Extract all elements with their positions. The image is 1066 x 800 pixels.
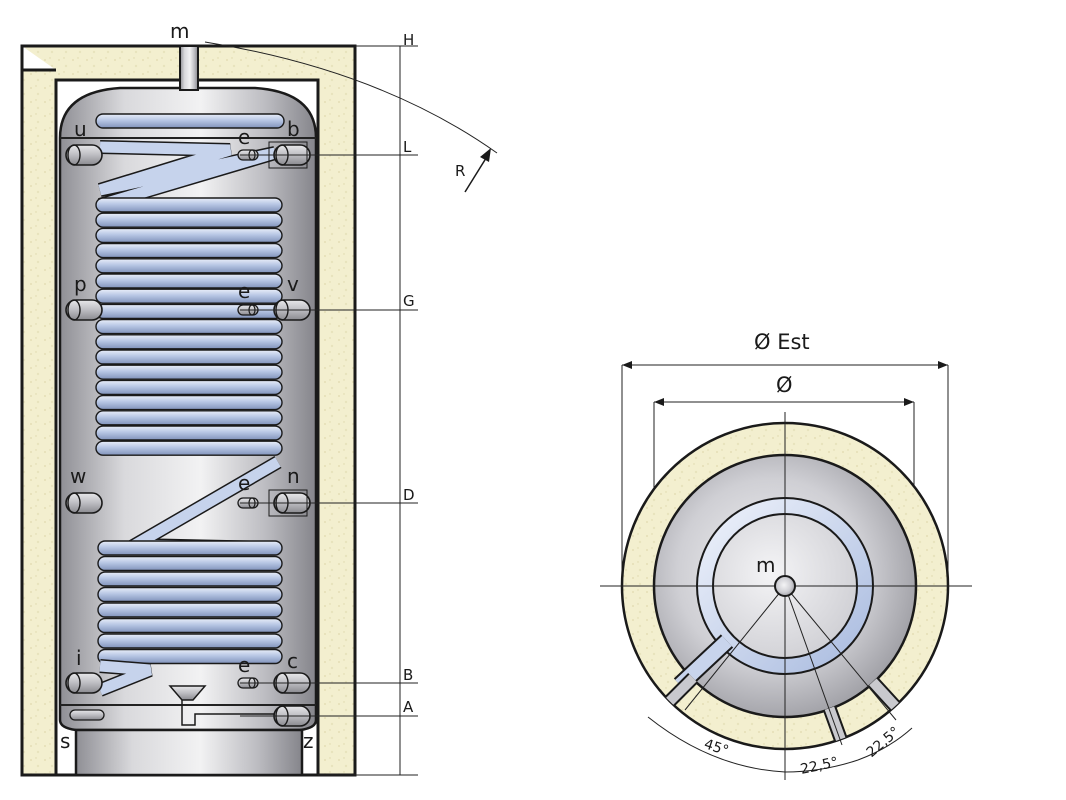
coil-top-header — [95, 113, 285, 129]
coil-upper-turn — [95, 349, 283, 365]
label-b: B — [403, 666, 413, 684]
coil-upper-turn — [95, 212, 283, 228]
coil-upper-turn — [95, 334, 283, 350]
coil-upper-turn — [95, 273, 283, 289]
coil-lower-turn — [97, 571, 283, 587]
coil-lower-turn — [97, 540, 283, 556]
top-nozzle-22-5-a — [824, 706, 846, 741]
port-w-end — [67, 492, 81, 514]
coil-upper-turn — [95, 364, 283, 380]
port-label-c: c — [287, 649, 298, 673]
port-label-u: u — [74, 117, 87, 141]
coil-lower-turn — [97, 617, 283, 634]
coil-upper-turn — [95, 440, 283, 456]
ray-45 — [684, 585, 786, 711]
top-nozzles — [664, 672, 901, 742]
coil-upper-turn — [95, 318, 283, 335]
port-label-z: z — [303, 729, 314, 753]
radius-arrow-head — [480, 148, 491, 162]
coil-upper-turn — [95, 258, 283, 274]
label-m-top: m — [170, 19, 189, 43]
port-label-b: b — [287, 117, 300, 141]
label-outer-diameter: Ø Est — [754, 330, 810, 354]
coil-upper-turn — [95, 227, 283, 244]
top-view: m Ø Est Ø 45° 22,5° 22,5° — [600, 330, 972, 780]
coil-bottom-exit — [97, 660, 153, 696]
port-label-v: v — [287, 272, 299, 296]
level-lines — [240, 154, 418, 717]
coil-upper-turn — [95, 410, 283, 426]
outer-diameter-arrow-left — [622, 361, 632, 369]
tank-base — [74, 728, 304, 777]
port-label-w: w — [70, 464, 86, 488]
coil-upper-turn — [95, 288, 283, 304]
coil-lower-turn — [97, 648, 283, 665]
top-nozzle — [179, 45, 199, 91]
coil-lower-turn — [97, 602, 283, 618]
angle-arc-22-5-b — [857, 727, 913, 761]
label-angle-22-5-a: 22,5° — [799, 754, 840, 778]
drain-pipe — [181, 700, 290, 726]
top-center-nozzle — [774, 575, 796, 597]
coil-lower-turn — [97, 555, 283, 572]
label-radius: R — [455, 162, 465, 180]
label-l: L — [403, 138, 412, 156]
port-label-p: p — [74, 272, 87, 296]
label-inner-diameter: Ø — [776, 373, 793, 397]
port-u — [65, 144, 103, 166]
top-label-m: m — [756, 553, 775, 577]
label-a: A — [403, 698, 414, 716]
port-w — [65, 492, 103, 514]
side-view: m R H L G D B A u b e p v e w n e i c e … — [20, 19, 498, 777]
port-label-s: s — [60, 729, 70, 753]
coil-lower-turn — [97, 633, 283, 649]
drain-funnel — [168, 685, 207, 701]
port-p-end — [67, 299, 81, 321]
port-label-n: n — [287, 464, 300, 488]
port-s — [69, 709, 105, 721]
coil-upper-turn — [95, 394, 283, 411]
coil-upper-turn — [95, 242, 283, 259]
port-i — [65, 672, 103, 694]
inner-diameter-arrow-left — [654, 398, 664, 406]
radius-arc — [204, 41, 498, 154]
coil-lower-turn — [97, 586, 283, 603]
label-d: D — [403, 486, 415, 504]
port-label-i: i — [76, 646, 82, 670]
ray-22-5-b — [784, 585, 897, 721]
port-u-end — [67, 144, 81, 166]
coil-upper-turn — [95, 425, 283, 441]
top-nozzle-45 — [666, 674, 697, 705]
port-label-e2: e — [238, 279, 250, 303]
port-label-e1: e — [238, 125, 250, 149]
port-p — [65, 299, 103, 321]
angle-arc-22-5-a — [784, 759, 859, 773]
label-angle-22-5-b: 22,5° — [864, 724, 904, 761]
port-i-end — [67, 672, 81, 694]
angle-arc-45 — [647, 716, 786, 773]
port-label-e4: e — [238, 653, 250, 677]
top-nozzle-22-5-b — [869, 678, 899, 710]
port-label-e3: e — [238, 471, 250, 495]
label-angle-45: 45° — [702, 736, 731, 759]
coil-upper-turn — [95, 197, 283, 213]
top-coil-leg-fill — [675, 635, 732, 691]
inner-diameter-arrow-right — [904, 398, 914, 406]
coil-upper-turn — [95, 379, 283, 396]
heat-exchanger-coil — [95, 113, 285, 697]
radius-arrow — [464, 154, 489, 193]
ray-22-5-a — [784, 585, 843, 746]
coil-upper-zigzag — [98, 141, 277, 211]
label-h: H — [403, 31, 414, 49]
outer-diameter-arrow-right — [938, 361, 948, 369]
label-g: G — [403, 292, 415, 310]
